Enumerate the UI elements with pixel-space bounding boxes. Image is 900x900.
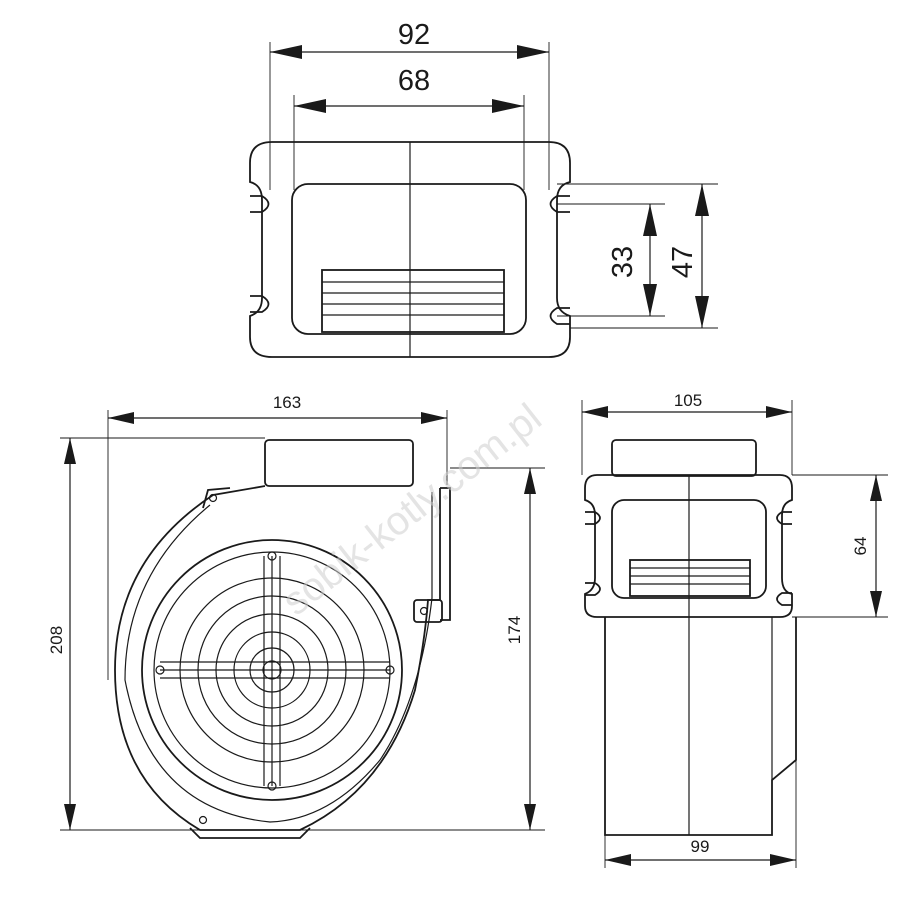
dimension-33-label: 33 — [607, 246, 639, 278]
dimension-163: 163 — [108, 393, 447, 424]
dimension-99-label: 99 — [691, 837, 710, 856]
dimension-68: 68 — [294, 65, 524, 113]
top-view-flange — [249, 42, 718, 358]
dimension-47-label: 47 — [667, 246, 699, 278]
dimension-99: 99 — [605, 837, 796, 866]
dimension-163-label: 163 — [273, 393, 301, 412]
dimension-64: 64 — [851, 475, 882, 617]
dimension-174: 174 — [505, 468, 536, 830]
dimension-47: 47 — [667, 184, 709, 328]
front-view-blower — [60, 410, 545, 839]
dimension-64-label: 64 — [851, 537, 870, 556]
side-view-blower — [581, 400, 888, 868]
dimension-105: 105 — [582, 391, 792, 418]
dimension-174-label: 174 — [505, 616, 524, 644]
dimension-92-label: 92 — [398, 19, 430, 51]
watermark-text: sobik-kotly.com.pl — [274, 395, 549, 624]
dimension-208-label: 208 — [47, 626, 66, 654]
dimension-105-label: 105 — [674, 391, 702, 410]
dimension-92: 92 — [270, 19, 549, 59]
dimension-33: 33 — [607, 204, 657, 316]
dimension-68-label: 68 — [398, 65, 430, 97]
dimension-208: 208 — [47, 438, 76, 830]
